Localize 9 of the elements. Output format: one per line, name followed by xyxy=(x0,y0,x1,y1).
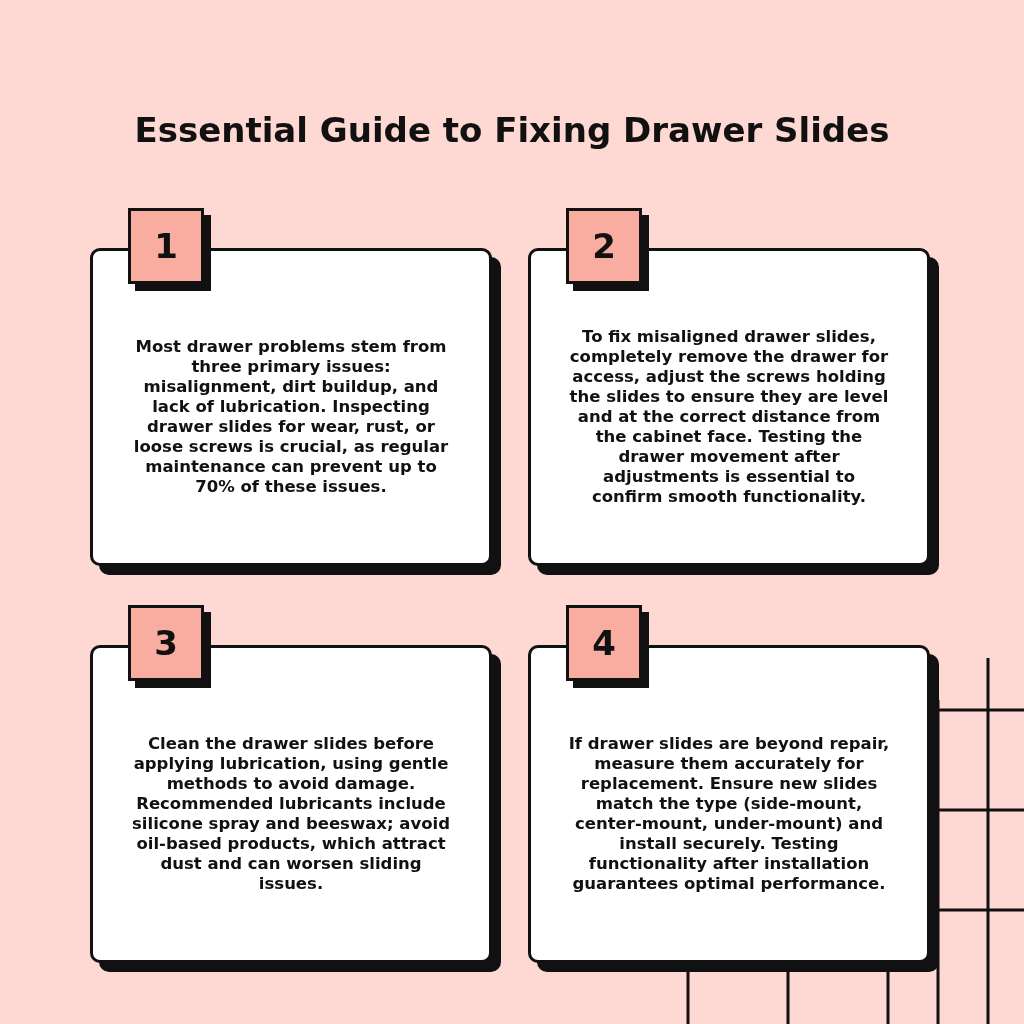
step-number: 1 xyxy=(154,226,178,266)
step-description: If drawer slides are beyond repair, measure them accurately for replacement. Ensure new slides match the type (side-mount, center-mount, under-mount) and install securely. Testing functionality after installation guarantees optimal performance. xyxy=(567,734,891,894)
step-number: 2 xyxy=(592,226,616,266)
step-number: 4 xyxy=(592,623,616,663)
step-number: 3 xyxy=(154,623,178,663)
step-description: Most drawer problems stem from three primary issues: misalignment, dirt buildup, and lack of lubrication. Inspecting drawer slides for wear, rust, or loose screws is crucial, as regular maintenance can prevent up to 70% of these issues. xyxy=(132,337,450,497)
title: Essential Guide to Fixing Drawer Slides xyxy=(133,110,891,150)
step-description: Clean the drawer slides before applying lubrication, using gentle methods to avoid damage. Recommended lubricants include silicone spray and beeswax; avoid oil-based products, which attract dust and can worsen sliding issues. xyxy=(131,734,451,894)
step-description: To fix misaligned drawer slides, completely remove the drawer for access, adjust the screws holding the slides to ensure they are level and at the correct distance from the cabinet face. Testing the drawer movement after adjustments is essential to confirm smooth functionality. xyxy=(568,327,890,507)
